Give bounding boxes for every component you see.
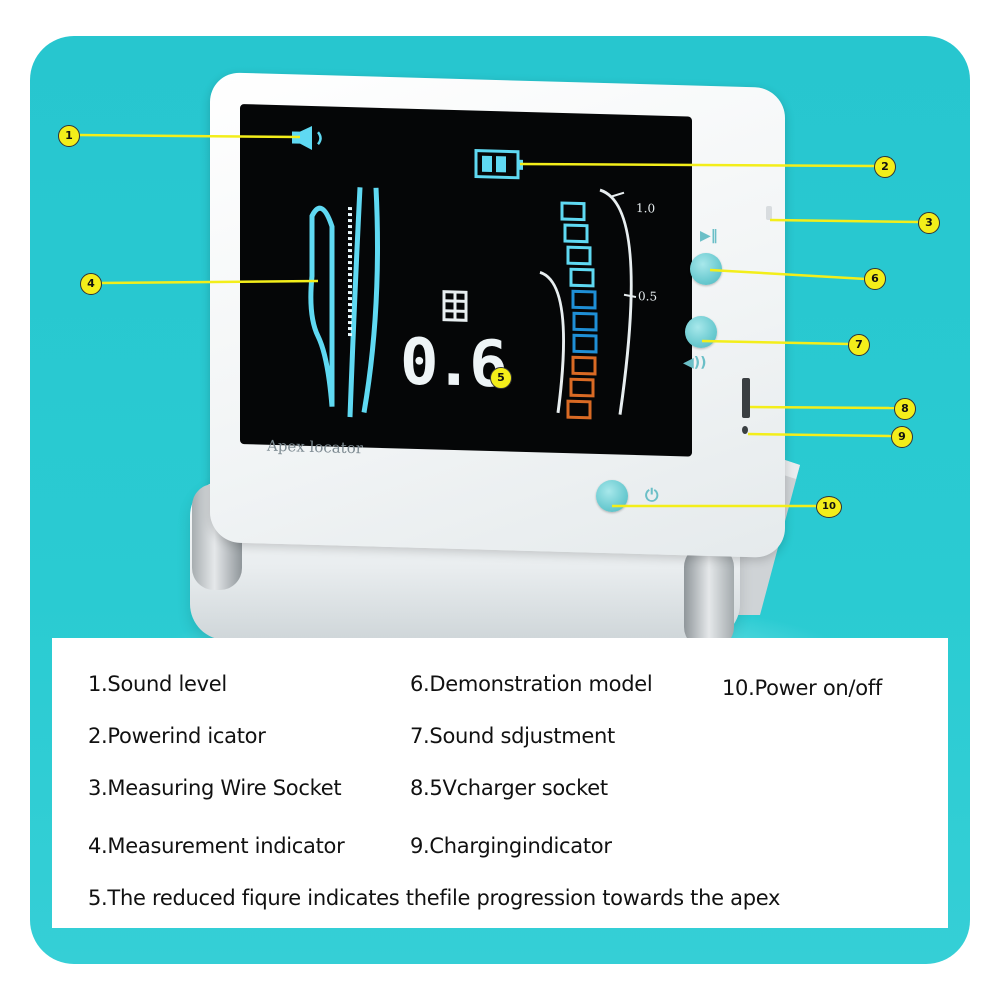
sound-adjust-button[interactable] bbox=[685, 316, 717, 348]
legend-item-2: 2.Powerind icator bbox=[88, 724, 266, 748]
legend-panel: 1.Sound level 2.Powerind icator 3.Measur… bbox=[52, 638, 948, 928]
callout-5: 5 bbox=[490, 367, 512, 389]
lcd-graphics bbox=[292, 126, 637, 420]
legend-item-10: 10.Power on/off bbox=[722, 676, 882, 700]
wire-socket[interactable] bbox=[766, 206, 772, 220]
film-icon bbox=[442, 290, 468, 322]
play-pause-icon: ▶‖ bbox=[700, 228, 718, 244]
power-icon: ⏻ bbox=[645, 486, 659, 506]
callout-4: 4 bbox=[80, 273, 102, 295]
legend-item-8: 8.5Vcharger socket bbox=[410, 776, 608, 800]
charging-led bbox=[742, 426, 748, 434]
legend-item-6: 6.Demonstration model bbox=[410, 672, 653, 696]
hinge-cap-right bbox=[684, 545, 734, 649]
callout-10: 10 bbox=[816, 496, 842, 518]
callout-8: 8 bbox=[894, 398, 916, 420]
tooth-file-indicator bbox=[308, 187, 380, 418]
callout-9: 9 bbox=[891, 426, 913, 448]
callout-6: 6 bbox=[864, 268, 886, 290]
legend-item-4: 4.Measurement indicator bbox=[88, 834, 345, 858]
legend-item-9: 9.Chargingindicator bbox=[410, 834, 612, 858]
legend-item-7: 7.Sound sdjustment bbox=[410, 724, 615, 748]
callout-3: 3 bbox=[918, 212, 940, 234]
legend-item-5: 5.The reduced fiqure indicates thefile p… bbox=[88, 886, 781, 910]
callout-7: 7 bbox=[848, 334, 870, 356]
demo-button[interactable] bbox=[690, 253, 722, 285]
volume-icon: ◀)) bbox=[683, 355, 707, 371]
callout-1: 1 bbox=[58, 125, 80, 147]
legend-item-3: 3.Measuring Wire Socket bbox=[88, 776, 342, 800]
apex-scale-bars bbox=[539, 188, 637, 420]
callout-2: 2 bbox=[874, 156, 896, 178]
battery-icon bbox=[474, 149, 523, 180]
legend-item-1: 1.Sound level bbox=[88, 672, 227, 696]
lcd-screen: 1.0 0.5 0.6 bbox=[240, 104, 692, 457]
charger-socket[interactable] bbox=[742, 378, 750, 418]
